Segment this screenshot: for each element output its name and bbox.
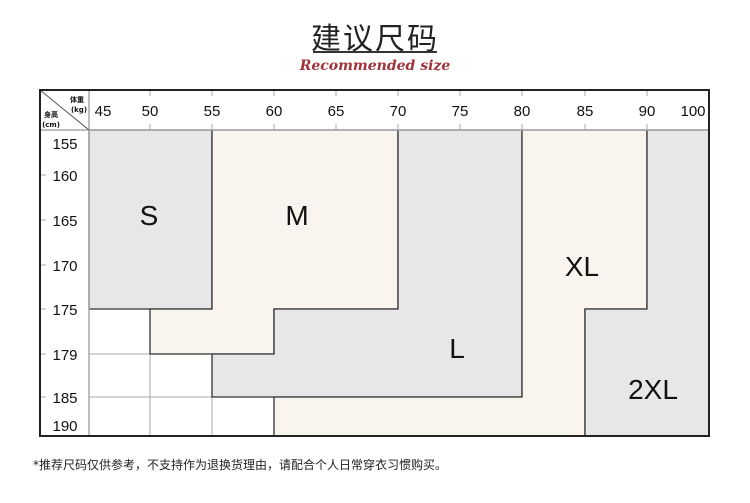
height-tick-label: 175 xyxy=(52,302,77,319)
weight-tick-label: 100 xyxy=(680,103,705,120)
height-tick-label: 185 xyxy=(52,390,77,407)
corner-height-unit: (cm) xyxy=(42,121,60,129)
title-underline xyxy=(313,51,437,53)
weight-tick-label: 75 xyxy=(452,103,469,120)
weight-tick-label: 80 xyxy=(514,103,531,120)
weight-tick-label: 45 xyxy=(95,103,112,120)
height-tick-label: 165 xyxy=(52,213,77,230)
weight-tick-label: 50 xyxy=(142,103,159,120)
page-subtitle: Recommended size xyxy=(299,58,451,74)
weight-tick-label: 90 xyxy=(639,103,656,120)
height-tick-label: 170 xyxy=(52,258,77,275)
height-tick-label: 190 xyxy=(52,418,77,435)
height-tick-label: 160 xyxy=(52,168,77,185)
corner-diagonal xyxy=(39,89,90,131)
weight-tick-label: 70 xyxy=(390,103,407,120)
footer-note: *推荐尺码仅供参考，不支持作为退换货理由，请配合个人日常穿衣习惯购买。 xyxy=(33,458,448,472)
size-label-s: S xyxy=(140,200,159,231)
corner-weight-label: 体重 xyxy=(70,95,84,104)
height-tick-label: 179 xyxy=(52,347,77,364)
weight-tick-label: 55 xyxy=(204,103,221,120)
corner-height-label: 身高 xyxy=(43,110,58,119)
weight-tick-label: 65 xyxy=(328,103,345,120)
size-label-l: L xyxy=(449,333,465,364)
corner-weight-unit: (kg) xyxy=(71,106,87,114)
height-tick-label: 155 xyxy=(52,136,77,153)
table-border xyxy=(39,89,710,437)
weight-tick-label: 85 xyxy=(577,103,594,120)
size-label-2xl: 2XL xyxy=(628,374,678,405)
size-label-m: M xyxy=(285,200,308,231)
size-label-xl: XL xyxy=(565,251,599,282)
weight-tick-label: 60 xyxy=(266,103,283,120)
